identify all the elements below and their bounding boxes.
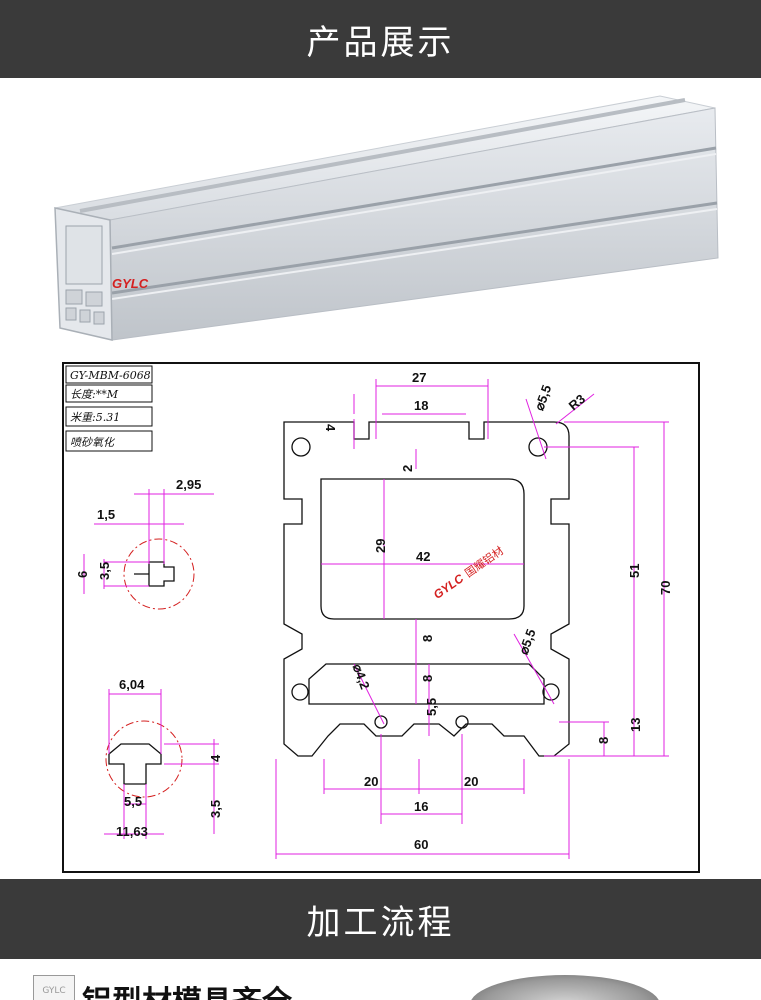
info-length: 长度:**M bbox=[70, 388, 119, 401]
gylc-logo-text: GYLC bbox=[112, 276, 149, 291]
profile-cross-section-drawing: GY-MBM-6068 长度:**M 米重:5.31 喷砂氧化 bbox=[65, 365, 673, 859]
info-box-group: GY-MBM-6068 长度:**M 米重:5.31 喷砂氧化 bbox=[65, 365, 153, 452]
section-header-product-display: 产品展示 bbox=[0, 0, 761, 78]
dimension-lines bbox=[275, 379, 669, 859]
logo-icon: GYLC bbox=[33, 975, 75, 1000]
detail-t-slot: 6,04 4 5,5 11,63 3,5 bbox=[104, 677, 223, 839]
product-photo: GYLC bbox=[0, 78, 761, 363]
dimension-labels: 27 18 4 2 29 42 8 8 5,5 20 20 16 60 51 7… bbox=[323, 370, 673, 852]
dim-5-5-mid: 5,5 bbox=[424, 698, 439, 716]
section-header-process: 加工流程 bbox=[0, 879, 761, 959]
dim-27: 27 bbox=[412, 370, 426, 385]
dim-60: 60 bbox=[414, 837, 428, 852]
dim-11-63: 11,63 bbox=[116, 824, 148, 839]
dim-8-c: 8 bbox=[596, 737, 611, 744]
dim-phi-5-5-a: ⌀5,5 bbox=[531, 383, 554, 412]
detail-slot: 2,95 1,5 6 3,5 bbox=[75, 477, 214, 610]
dim-1-5: 1,5 bbox=[97, 507, 115, 522]
info-weight: 米重:5.31 bbox=[70, 411, 120, 424]
brand-mark: GYLC 国耀铝材 bbox=[431, 543, 506, 602]
footer-title: 铝型材模具齐全 bbox=[82, 977, 292, 1000]
dim-3-5-a: 3,5 bbox=[97, 562, 112, 580]
dim-5-5-b: 5,5 bbox=[124, 794, 142, 809]
dim-2-95: 2,95 bbox=[176, 477, 201, 492]
dim-18: 18 bbox=[414, 398, 428, 413]
logo-text: GYLC bbox=[42, 986, 66, 996]
info-model: GY-MBM-6068 bbox=[70, 369, 151, 382]
brand-logo: GYLC bbox=[431, 571, 467, 602]
dim-6: 6 bbox=[75, 571, 90, 578]
dim-16: 16 bbox=[414, 799, 428, 814]
dim-phi-5-5-b: ⌀5,5 bbox=[516, 627, 539, 656]
dim-phi-4-2: ⌀4,2 bbox=[350, 662, 373, 691]
footer-section: GYLC 铝型材模具齐全 bbox=[0, 959, 761, 1000]
dim-8-b: 8 bbox=[420, 675, 435, 682]
dim-6-04: 6,04 bbox=[119, 677, 145, 692]
dim-20-b: 20 bbox=[464, 774, 478, 789]
dim-4-b: 4 bbox=[208, 754, 223, 762]
dim-42: 42 bbox=[416, 549, 430, 564]
brand-cn: 国耀铝材 bbox=[462, 543, 506, 580]
dim-20-a: 20 bbox=[364, 774, 378, 789]
dim-3-5-b: 3,5 bbox=[208, 800, 223, 818]
info-finish: 喷砂氧化 bbox=[70, 436, 116, 449]
section-title: 加工流程 bbox=[306, 902, 455, 943]
dim-4-top: 4 bbox=[323, 424, 338, 432]
dim-29: 29 bbox=[373, 539, 388, 553]
technical-drawing: GY-MBM-6068 长度:**M 米重:5.31 喷砂氧化 bbox=[62, 362, 700, 873]
section-title: 产品展示 bbox=[306, 22, 455, 63]
dim-r3: R3 bbox=[566, 391, 588, 413]
dim-8-a: 8 bbox=[420, 635, 435, 642]
aluminum-profile-image: GYLC bbox=[54, 95, 719, 341]
dim-13: 13 bbox=[628, 718, 643, 732]
dim-2: 2 bbox=[400, 465, 415, 472]
dim-70: 70 bbox=[658, 581, 673, 595]
dim-51: 51 bbox=[627, 564, 642, 578]
mold-photo bbox=[470, 975, 660, 1000]
